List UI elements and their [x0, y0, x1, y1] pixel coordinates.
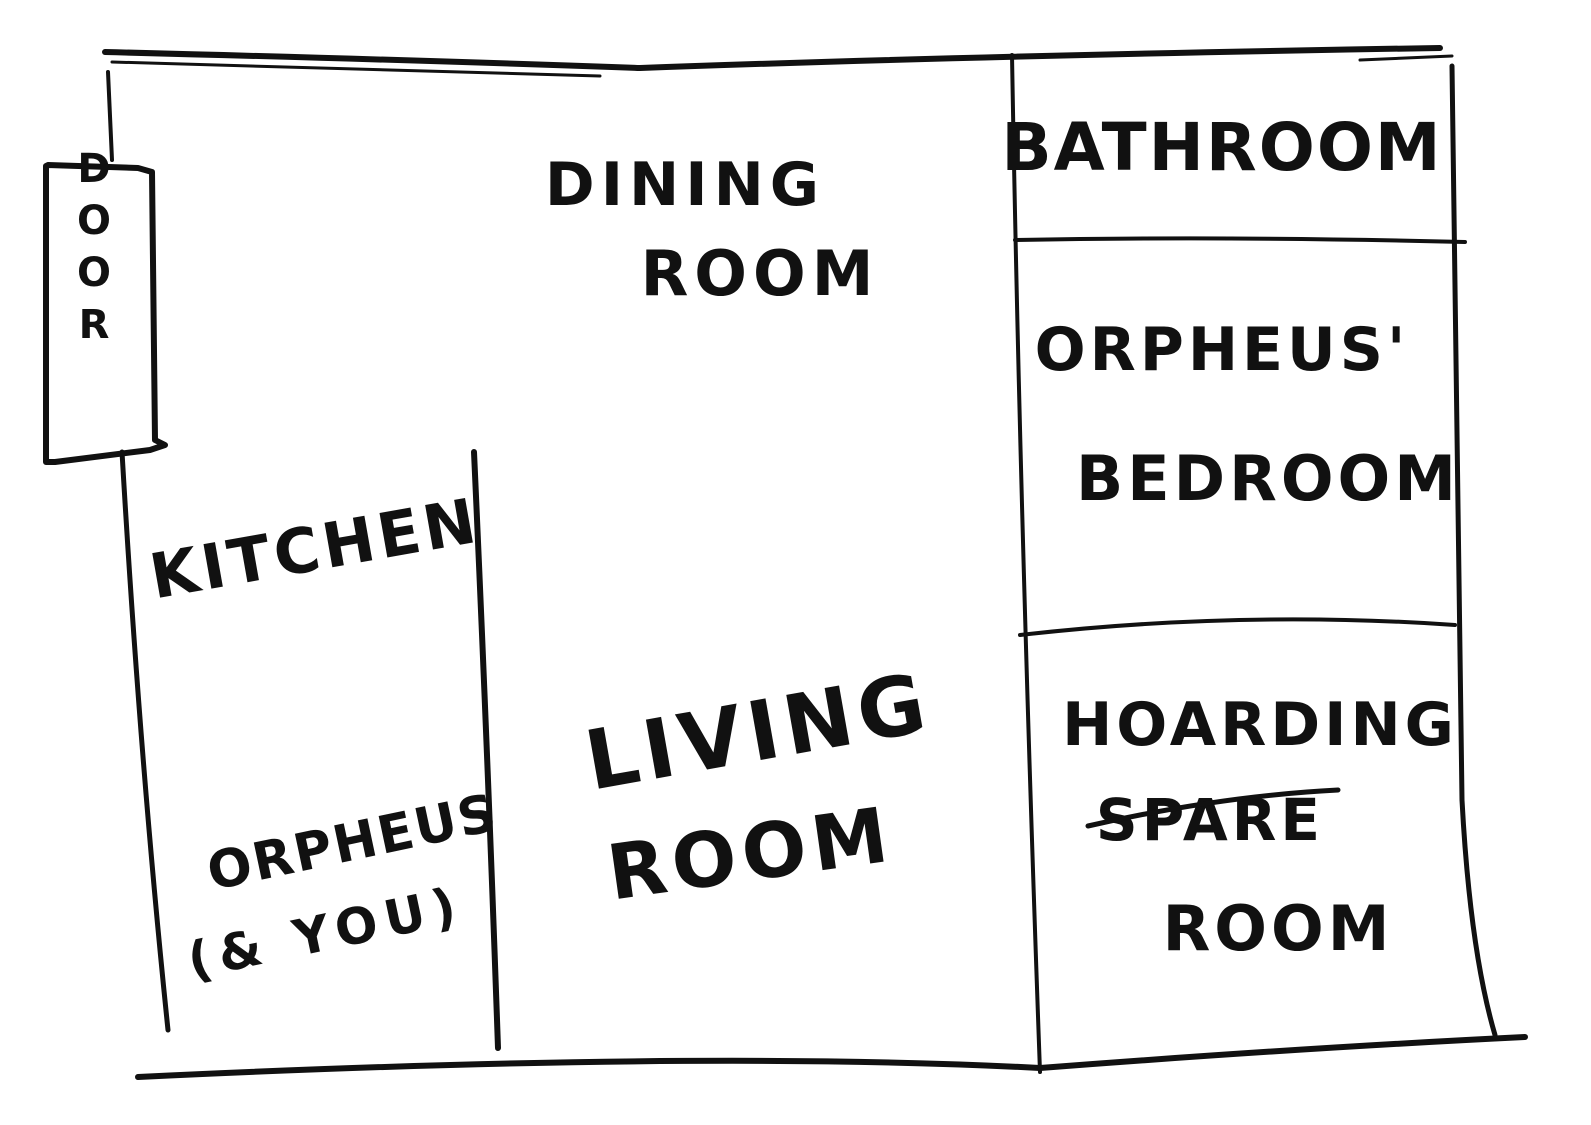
orpheus-bedroom-label-line2: Bedroom — [1076, 442, 1460, 515]
spare-label: Spare — [1096, 786, 1324, 854]
kitchen-living-wall — [471, 449, 501, 1051]
door — [43, 162, 168, 465]
kitchen-label: Kitchen — [144, 484, 485, 614]
left-wall-lower — [119, 449, 171, 1033]
orpheus-bedroom-label-line1: Orpheus' — [1035, 315, 1410, 385]
top-wall-inner — [110, 60, 602, 78]
outer-walls — [102, 45, 1528, 1080]
top-wall-right-stub — [1358, 54, 1454, 62]
door-label: Door — [71, 146, 117, 354]
top-wall — [102, 45, 1443, 71]
living-room-label-line1: Living — [578, 655, 938, 809]
bedroom-hoarding-wall — [1018, 617, 1457, 637]
bathroom-label: Bathroom — [1001, 109, 1442, 186]
spare-struck-out: Spare — [1085, 786, 1341, 854]
bathroom-bedroom-wall — [1013, 236, 1467, 244]
dining-room-label-line1: Dining — [545, 150, 825, 220]
right-wall — [1449, 63, 1498, 1038]
east-rooms-wall — [1010, 53, 1042, 1074]
dining-room-label-line2: Room — [641, 237, 880, 310]
spare-strikethrough — [1085, 787, 1341, 829]
door-frame — [43, 162, 168, 465]
interior-walls — [471, 53, 1467, 1074]
living-room-label-line2: Room — [602, 789, 899, 917]
left-wall-upper — [106, 70, 114, 162]
bottom-wall — [135, 1034, 1528, 1080]
hoarding-room-label-line1: Hoarding — [1062, 690, 1458, 760]
hoarding-room-label-line2: Room — [1163, 892, 1394, 965]
